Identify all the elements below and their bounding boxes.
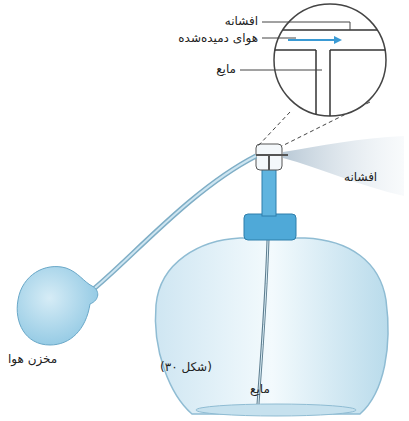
leader-line xyxy=(240,70,322,71)
nozzle-head xyxy=(256,144,282,170)
bottle xyxy=(155,238,388,414)
air-bulb xyxy=(17,267,98,345)
nozzle-riser xyxy=(268,155,270,170)
air-arrow-head xyxy=(334,36,342,44)
bottle-base xyxy=(196,404,356,416)
spray-mist xyxy=(283,136,404,196)
part-label: هوای دمیده‌شده xyxy=(178,31,258,45)
dip-tube-highlight xyxy=(258,240,268,404)
air-hose xyxy=(90,156,256,292)
liquid-tube-wall xyxy=(315,50,317,120)
leader-line xyxy=(350,22,351,30)
figure-caption: (شکل ۳۰) xyxy=(160,360,212,374)
air-hose-highlight xyxy=(90,156,256,292)
air-channel-top xyxy=(270,29,392,31)
air-channel-bottom xyxy=(330,49,392,51)
part-label: افشانه xyxy=(225,14,258,28)
air-channel-bottom xyxy=(270,49,316,51)
part-label: مخزن هوا xyxy=(8,352,57,366)
part-label: افشانه xyxy=(344,170,377,184)
leader-line xyxy=(262,22,350,23)
zoom-line xyxy=(258,112,290,146)
part-label: مایع xyxy=(250,382,270,396)
part-label: مایع xyxy=(216,62,236,76)
liquid-tube-wall xyxy=(329,50,331,120)
nozzle-channel xyxy=(256,154,288,156)
air-arrow xyxy=(288,39,336,41)
dip-tube xyxy=(258,240,268,404)
stem xyxy=(262,168,276,216)
leader-line xyxy=(262,38,296,39)
bottle-cap xyxy=(244,214,296,240)
